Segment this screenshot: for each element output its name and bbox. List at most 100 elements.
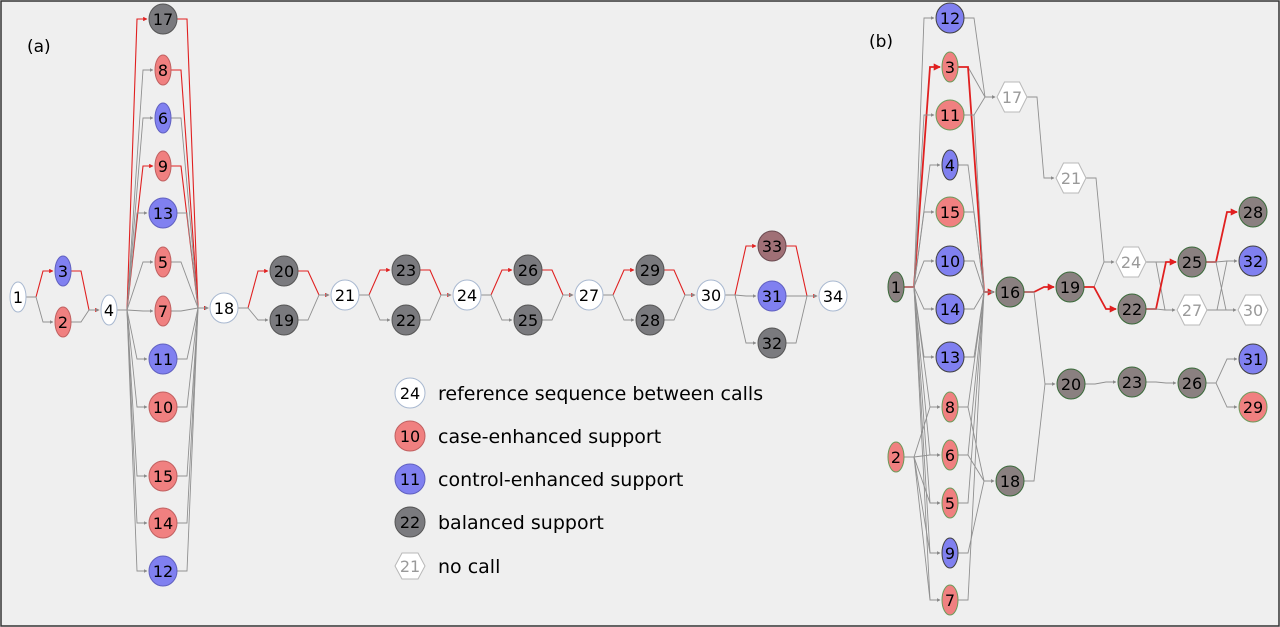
panel-a-edge-2-to-4	[71, 308, 100, 323]
panel-a-node-11	[148, 343, 178, 375]
panel-a-node-29	[635, 254, 665, 286]
panel-a-node-18	[209, 292, 239, 324]
panel-a-node-17-label: 17	[153, 10, 173, 29]
panel-b-node-32	[1238, 245, 1268, 277]
panel-a-node-33-label: 33	[762, 237, 782, 256]
panel-a-node-4	[100, 294, 118, 326]
panel-b-node-4-label: 4	[945, 156, 955, 175]
legend: 24 reference sequence between calls 10 c…	[394, 377, 763, 580]
panel-a-label: (a)	[27, 37, 51, 57]
panel-b-edge-9-to-18	[958, 479, 995, 554]
panel-b-edge-17-to-21	[1027, 96, 1055, 180]
panel-a-node-19-label: 19	[274, 311, 294, 330]
panel-a-node-1-label: 1	[13, 288, 23, 307]
legend-text-case: case-enhanced support	[438, 426, 661, 448]
panel-a-node-12-label: 12	[153, 562, 173, 581]
panel-b-node-2	[887, 441, 905, 473]
panel-b-node-18-label: 18	[1000, 472, 1020, 491]
panel-b-node-12	[935, 2, 965, 34]
panel-a-node-31-label: 31	[762, 287, 782, 306]
panel-b-edge-23-to-26	[1146, 381, 1177, 385]
legend-text-reference: reference sequence between calls	[438, 383, 763, 405]
panel-b-node-1-label: 1	[891, 278, 901, 297]
panel-b-node-10	[935, 245, 965, 277]
panel-a-node-24	[452, 279, 482, 311]
legend-swatch-case	[394, 420, 426, 452]
panel-b-node-26	[1177, 367, 1207, 399]
legend-swatch-nocall	[394, 552, 426, 580]
panel-a-edge-22-to-24	[420, 293, 452, 321]
panel-a-node-4-label: 4	[104, 301, 114, 320]
panel-b-node-8	[941, 391, 959, 423]
panel-a-node-30-label: 30	[701, 286, 721, 305]
panel-a-edge-32-to-34	[786, 294, 818, 344]
panel-a-node-3	[54, 255, 72, 287]
legend-sample-control: 11	[400, 470, 420, 489]
panel-b-node-21-label: 21	[1061, 169, 1081, 188]
panel-a-node-20	[269, 255, 299, 287]
panel-a-node-23-label: 23	[396, 261, 416, 280]
panel-b-node-13-label: 13	[940, 348, 960, 367]
panel-a-nodes: 1324178691357111015141218201921232224262…	[9, 3, 848, 587]
panel-b-node-16	[995, 276, 1025, 308]
panel-b-node-29	[1238, 391, 1268, 423]
panel-b-edge-26-to-29	[1206, 382, 1238, 409]
panel-a-edge-4-to-12	[117, 309, 148, 573]
panel-a-node-33	[757, 230, 787, 262]
panel-a-edges	[26, 16, 818, 573]
legend-item-balanced: 22 balanced support	[394, 506, 604, 538]
legend-swatch-balanced	[394, 506, 426, 538]
panel-a-node-19	[269, 304, 299, 336]
panel-a-node-8	[154, 54, 172, 86]
legend-item-reference: 24 reference sequence between calls	[394, 377, 763, 409]
panel-b-node-11	[935, 99, 965, 131]
panel-a-node-5-label: 5	[158, 253, 168, 272]
panel-b-node-27	[1176, 294, 1208, 326]
panel-b-node-16-label: 16	[1000, 283, 1020, 302]
panel-a-node-24-label: 24	[457, 286, 477, 305]
panel-b-node-22	[1117, 293, 1147, 325]
panel-b-node-29-label: 29	[1243, 398, 1263, 417]
panel-b-node-20	[1056, 368, 1086, 400]
panel-a-node-26-label: 26	[518, 261, 538, 280]
panel-b-node-2-label: 2	[891, 448, 901, 467]
panel-a-node-17	[148, 3, 178, 35]
legend-text-nocall: no call	[438, 556, 500, 578]
panel-b-node-11-label: 11	[940, 106, 960, 125]
panel-b-node-22-label: 22	[1122, 300, 1142, 319]
panel-a-node-25-label: 25	[518, 311, 538, 330]
panel-a-node-10	[148, 391, 178, 423]
panel-b-node-17-label: 17	[1002, 88, 1022, 107]
panel-b-node-15-label: 15	[940, 203, 960, 222]
panel-b-node-5	[941, 487, 959, 519]
panel-a-edge-21-to-22	[359, 294, 391, 322]
panel-b-node-14	[935, 293, 965, 325]
panel-a-edge-1-to-2	[26, 296, 54, 324]
panel-b-node-5-label: 5	[945, 494, 955, 513]
panel-a-node-34-label: 34	[823, 287, 843, 306]
panel-b-node-12-label: 12	[940, 9, 960, 28]
legend-text-control: control-enhanced support	[438, 469, 683, 491]
panel-a-node-7	[154, 295, 172, 327]
panel-a-node-10-label: 10	[153, 398, 173, 417]
panel-a-node-11-label: 11	[153, 350, 173, 369]
panel-a-node-1	[9, 281, 27, 313]
panel-b-edges	[904, 16, 1238, 602]
legend-sample-balanced: 22	[400, 513, 420, 532]
panel-a-node-30	[696, 279, 726, 311]
panel-a-node-9-label: 9	[158, 157, 168, 176]
panel-a-node-2-label: 2	[58, 313, 68, 332]
panel-a-node-32	[757, 327, 787, 359]
panel-a-node-23	[391, 254, 421, 286]
panel-a-node-14-label: 14	[153, 514, 173, 533]
panel-b-node-13	[935, 341, 965, 373]
panel-b-node-21	[1055, 162, 1087, 194]
panel-b-edge-22-to-27	[1146, 308, 1176, 312]
panel-a-node-8-label: 8	[158, 61, 168, 80]
panel-a-node-18-label: 18	[214, 299, 234, 318]
legend-sample-case: 10	[400, 427, 420, 446]
panel-b-node-31	[1238, 343, 1268, 375]
panel-a-node-27	[574, 279, 604, 311]
panel-b-node-25-label: 25	[1182, 253, 1202, 272]
